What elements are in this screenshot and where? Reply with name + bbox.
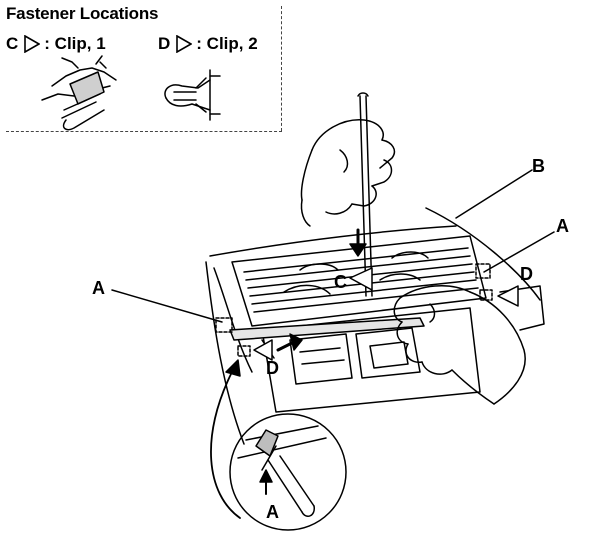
triangle-c-marker xyxy=(349,267,373,291)
legend-box-right-border xyxy=(281,6,282,131)
legend-item-clip-1: C : Clip, 1 xyxy=(6,34,106,54)
callout-a-right: A xyxy=(556,216,569,236)
push-arrow-right xyxy=(276,333,303,352)
pry-tool-vertical xyxy=(357,92,373,297)
leader-a-right xyxy=(483,231,555,273)
curved-arrow xyxy=(210,359,241,519)
trim-tool xyxy=(229,317,425,341)
leader-a-left xyxy=(111,289,223,323)
leader-b xyxy=(455,169,533,219)
push-arrow-down xyxy=(349,228,367,257)
dashboard-left-edge xyxy=(205,261,245,445)
lower-hand xyxy=(393,285,545,405)
triangle-icon xyxy=(24,35,41,53)
callout-a-bottom: A xyxy=(266,502,279,522)
legend-label-clip-1: : Clip, 1 xyxy=(44,34,106,53)
triangle-icon xyxy=(176,35,193,53)
clip-marker-left-d xyxy=(237,345,251,357)
clip-2-detail xyxy=(164,69,221,121)
triangle-d-right-marker xyxy=(497,285,519,307)
legend-letter-c: C xyxy=(6,34,19,53)
clip-marker-right-d xyxy=(479,289,493,301)
dashboard-top-edge xyxy=(209,225,457,257)
legend-letter-d: D xyxy=(158,34,171,53)
callout-d-left: D xyxy=(266,358,279,378)
legend-box-bottom-border xyxy=(6,131,282,132)
clip-1-detail xyxy=(41,55,117,131)
callout-c: C xyxy=(334,272,347,292)
callout-d-right: D xyxy=(520,264,533,284)
magnified-detail xyxy=(229,413,347,531)
legend-label-clip-2: : Clip, 2 xyxy=(196,34,258,53)
fastener-locations-title: Fastener Locations xyxy=(6,4,159,23)
triangle-d-left-marker xyxy=(253,339,273,361)
clip-marker-right xyxy=(475,263,491,279)
callout-b: B xyxy=(532,156,545,176)
legend-item-clip-2: D : Clip, 2 xyxy=(158,34,258,54)
clip-marker-left xyxy=(215,317,233,333)
dashboard-right-edge xyxy=(425,207,541,301)
callout-a-left: A xyxy=(92,278,105,298)
lower-console xyxy=(261,307,481,413)
upper-hand xyxy=(300,119,396,227)
